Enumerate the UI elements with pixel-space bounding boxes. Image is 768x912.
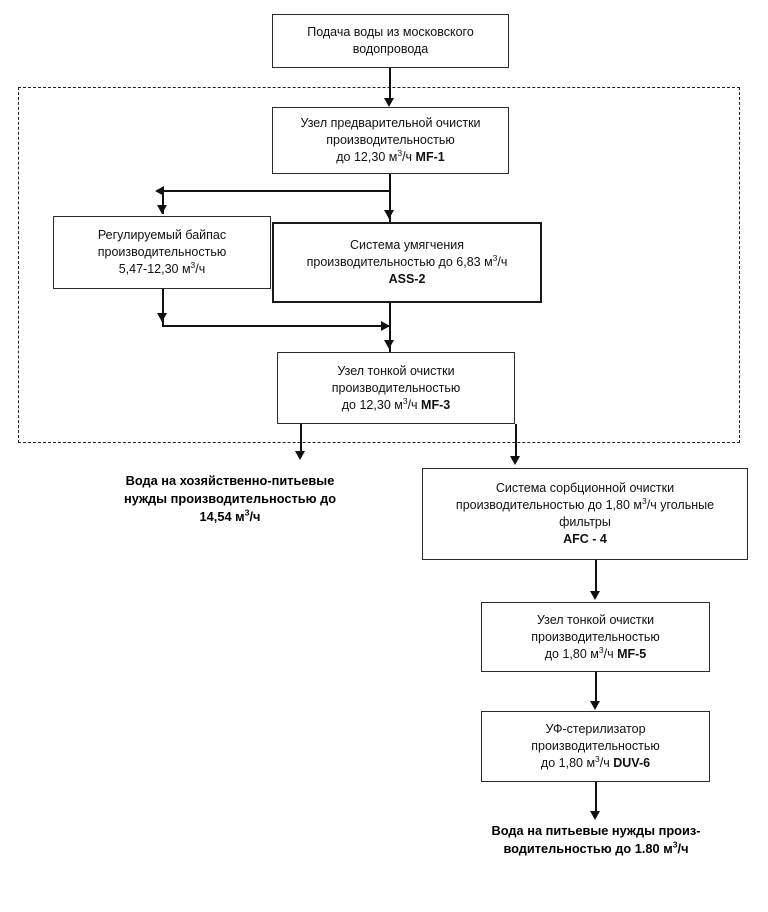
box-mf5-line1: Узел тонкой очистки [536, 612, 655, 627]
box-afc4-sorption-system[interactable]: Система сорбционной очистки производител… [422, 468, 748, 560]
box-duv6-line2: производительностью [531, 739, 660, 753]
connector-supply-to-mf1 [389, 68, 391, 99]
output-label-household-water: Вода на хозяйственно-питьевые нужды прои… [66, 472, 394, 526]
box-afc4-line1: Система сорбционной очистки [495, 481, 675, 495]
arrowhead-to-mf3 [384, 340, 394, 349]
arrowhead-drinking-output [590, 811, 600, 820]
connector-mf3-to-afc4 [515, 424, 517, 462]
arrowhead-mf1-branch-left [155, 186, 164, 196]
box-duv6-uv-sterilizer[interactable]: УФ-стерилизатор производительностью до 1… [481, 711, 710, 782]
box-duv6-line1: УФ-стерилизатор [545, 722, 646, 736]
box-ass2-softening-system[interactable]: Система умягчения производительностью до… [272, 222, 542, 303]
connector-bypass-to-mf3-trunk [162, 325, 390, 327]
box-ass2-code: ASS-2 [388, 272, 426, 286]
box-afc4-line3: фильтры [559, 515, 611, 529]
output-household-line1: Вода на хозяйственно-питьевые [125, 473, 335, 488]
arrowhead-branch-to-bypass [157, 205, 167, 214]
box-ass2-line1: Система умягчения [350, 238, 464, 252]
connector-mf1-trunk [389, 174, 391, 222]
output-household-line2: нужды производительностью до [123, 491, 337, 506]
box-afc4-code: AFC - 4 [563, 532, 607, 546]
box-mf1-preliminary-treatment[interactable]: Узел предварительной очистки производите… [272, 107, 509, 174]
output-label-drinking-water: Вода на питьевые нужды произ- водительно… [451, 822, 741, 858]
connector-branch-down-to-bypass [162, 190, 164, 214]
box-mf1-line3: до 12,30 м3/ч MF-1 [336, 147, 445, 164]
arrowhead-household-output [295, 451, 305, 460]
box-adjustable-bypass[interactable]: Регулируемый байпас производительностью … [53, 216, 271, 289]
arrowhead-mf3-to-afc4 [510, 456, 520, 465]
box-bypass-line3: 5,47-12,30 м3/ч [118, 259, 206, 276]
box-bypass-line2: производительностью [97, 245, 227, 259]
connector-mf1-branch-to-bypass [163, 190, 390, 192]
arrowhead-mf5-to-duv6 [590, 701, 600, 710]
arrowhead-supply-to-mf1 [384, 98, 394, 107]
arrowhead-bypass-join-trunk [381, 321, 390, 331]
connector-mf3-to-household-output [300, 424, 302, 457]
output-household-line3: 14,54 м3/ч [199, 507, 261, 524]
box-mf3-line1: Узел тонкой очистки [337, 363, 455, 378]
connector-mf5-to-duv6 [595, 672, 597, 707]
box-mf5-line2: производительностью [531, 629, 660, 644]
box-bypass-line1: Регулируемый байпас [97, 228, 227, 242]
box-water-supply-line1: Подача воды из московского [307, 25, 474, 39]
box-mf1-line2: производительностью [326, 133, 455, 147]
box-water-supply-line2: водопровода [352, 42, 429, 56]
box-mf5-line3: до 1,80 м3/ч MF-5 [544, 644, 647, 661]
connector-ass2-to-mf3 [389, 303, 391, 352]
box-ass2-line2: производительностью до 6,83 м3/ч [306, 252, 508, 269]
box-mf5-fine-treatment[interactable]: Узел тонкой очистки производительностью … [481, 602, 710, 672]
box-duv6-line3: до 1,80 м3/ч DUV-6 [540, 753, 651, 770]
arrowhead-afc4-to-mf5 [590, 591, 600, 600]
box-mf1-line1: Узел предварительной очистки [300, 116, 481, 130]
box-mf3-line2: производительностью [331, 380, 461, 395]
arrowhead-bypass-down [157, 313, 167, 322]
box-mf3-fine-treatment[interactable]: Узел тонкой очистки производительностью … [277, 352, 515, 424]
box-mf3-line3: до 12,30 м3/ч MF-3 [341, 395, 451, 412]
connector-afc4-to-mf5 [595, 560, 597, 597]
output-drinking-line1: Вода на питьевые нужды произ- [491, 823, 701, 838]
box-afc4-line2: производительностью до 1,80 м3/ч угольны… [455, 495, 715, 512]
box-water-supply[interactable]: Подача воды из московского водопровода [272, 14, 509, 68]
pretreatment-zone-dashed-boundary [18, 87, 740, 443]
connector-duv6-to-drinking-output [595, 782, 597, 817]
arrowhead-mf1-to-ass2 [384, 210, 394, 219]
connector-bypass-down [162, 289, 164, 326]
output-drinking-line2: водительностью до 1.80 м3/ч [503, 839, 689, 856]
